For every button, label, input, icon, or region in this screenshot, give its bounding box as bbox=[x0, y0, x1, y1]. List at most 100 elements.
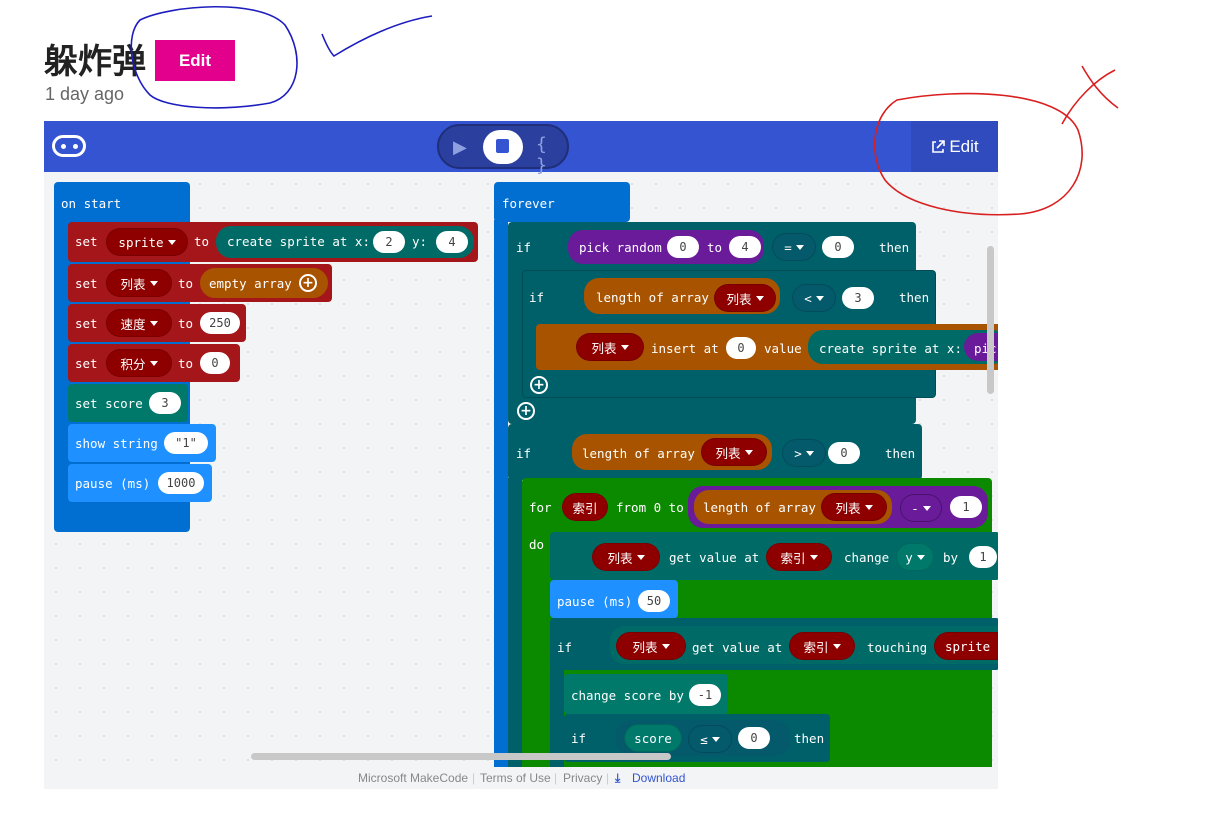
if-label: if bbox=[516, 446, 532, 461]
random-from-input[interactable]: 0 bbox=[667, 236, 699, 258]
set-label: set bbox=[75, 234, 98, 249]
var-dropdown-list[interactable]: 列表 bbox=[106, 269, 172, 297]
from-0-to-label: from 0 to bbox=[616, 500, 684, 515]
then-label: then bbox=[885, 446, 916, 461]
y-input[interactable]: 4 bbox=[436, 231, 468, 253]
blocks-mode-button[interactable] bbox=[483, 130, 523, 164]
dropdown-caret-icon bbox=[636, 554, 645, 560]
var-index-dropdown[interactable]: 索引 bbox=[766, 543, 832, 571]
var-name: 列表 bbox=[715, 445, 741, 461]
add-item-plus-icon[interactable]: + bbox=[299, 274, 317, 292]
dropdown-caret-icon bbox=[711, 736, 720, 742]
minus-operator-dropdown[interactable]: - bbox=[900, 494, 942, 522]
op-label: ≤ bbox=[700, 731, 708, 747]
blue-check-annotation bbox=[321, 15, 433, 58]
var-index-dropdown[interactable]: 索引 bbox=[789, 632, 855, 660]
create-sprite-label: create sprite at x: bbox=[819, 341, 962, 356]
footer-privacy-link[interactable]: Privacy bbox=[563, 771, 603, 785]
var-index[interactable]: 索引 bbox=[562, 493, 608, 521]
var-name: 索引 bbox=[780, 550, 806, 566]
dropdown-caret-icon bbox=[167, 239, 176, 245]
change-by-input[interactable]: 1 bbox=[969, 546, 997, 568]
puzzle-piece-icon bbox=[496, 139, 509, 153]
var-dropdown-sprite[interactable]: sprite bbox=[106, 228, 188, 256]
footer-makecode-link[interactable]: Microsoft MakeCode bbox=[358, 771, 469, 785]
var-name: sprite bbox=[118, 234, 164, 250]
score-var-input[interactable]: 0 bbox=[200, 352, 230, 374]
dropdown-caret-icon bbox=[864, 504, 873, 510]
lt-operator-dropdown[interactable]: < bbox=[792, 284, 836, 312]
gt-value-input[interactable]: 0 bbox=[828, 442, 860, 464]
editor-edit-label: Edit bbox=[949, 136, 979, 156]
insert-index-input[interactable]: 0 bbox=[726, 337, 756, 359]
dropdown-caret-icon bbox=[809, 554, 818, 560]
var-name: 列表 bbox=[591, 340, 617, 356]
editor-edit-button[interactable]: Edit bbox=[911, 121, 998, 172]
var-name: 积分 bbox=[120, 356, 146, 372]
var-dropdown-list[interactable]: 列表 bbox=[592, 543, 660, 571]
le-value-input[interactable]: 0 bbox=[738, 727, 770, 749]
footer-terms-link[interactable]: Terms of Use bbox=[480, 771, 551, 785]
eq-value-input[interactable]: 0 bbox=[822, 236, 854, 258]
download-icon[interactable]: ⤓ bbox=[615, 771, 621, 785]
eq-operator-dropdown[interactable]: = bbox=[772, 233, 816, 261]
random-to-input[interactable]: 4 bbox=[729, 236, 761, 258]
var-name: 索引 bbox=[803, 639, 829, 655]
length-of-array-label: length of array bbox=[703, 500, 816, 515]
change-score-input[interactable]: -1 bbox=[689, 684, 721, 706]
set-score-input[interactable]: 3 bbox=[149, 392, 181, 414]
if-label: if bbox=[529, 290, 545, 305]
pause-input[interactable]: 1000 bbox=[158, 472, 204, 494]
set-label: set bbox=[75, 356, 98, 371]
create-sprite-block[interactable] bbox=[216, 226, 474, 258]
footer-separator: | bbox=[554, 771, 558, 785]
add-else-plus-icon[interactable]: + bbox=[517, 402, 535, 420]
var-dropdown-list[interactable]: 列表 bbox=[576, 333, 644, 361]
blocks-workspace[interactable]: on start set sprite to create sprite at … bbox=[44, 172, 998, 780]
show-string-input[interactable]: "1" bbox=[164, 432, 208, 454]
minus-value-input[interactable]: 1 bbox=[950, 496, 982, 518]
to-label: to bbox=[178, 356, 194, 371]
var-name: 列表 bbox=[120, 276, 146, 292]
var-dropdown-sprite-truncated[interactable]: sprite bbox=[934, 632, 998, 660]
x-input[interactable]: 2 bbox=[373, 231, 405, 253]
javascript-mode-icon[interactable]: { } bbox=[536, 134, 547, 176]
then-label: then bbox=[879, 240, 910, 255]
horizontal-scrollbar[interactable] bbox=[251, 753, 671, 760]
dropdown-caret-icon bbox=[149, 360, 158, 366]
var-dropdown-list[interactable]: 列表 bbox=[714, 284, 776, 312]
var-dropdown-speed[interactable]: 速度 bbox=[106, 309, 172, 337]
op-label: > bbox=[794, 445, 802, 461]
pause-input[interactable]: 50 bbox=[638, 590, 670, 612]
var-dropdown-score[interactable]: 积分 bbox=[106, 349, 172, 377]
var-dropdown-list[interactable]: 列表 bbox=[616, 632, 686, 660]
var-dropdown-list[interactable]: 列表 bbox=[821, 493, 887, 521]
value-label: value bbox=[764, 341, 802, 356]
gt-operator-dropdown[interactable]: > bbox=[782, 439, 826, 467]
simulator-play-icon[interactable]: ▶ bbox=[453, 137, 467, 158]
makecode-editor: ▶ { } Edit on start set sprite to create… bbox=[44, 121, 998, 789]
score-reporter[interactable]: score bbox=[624, 724, 682, 752]
property-dropdown-y[interactable]: y bbox=[896, 543, 934, 571]
var-name: 速度 bbox=[120, 316, 146, 332]
y-label: y: bbox=[412, 234, 428, 249]
forever-label: forever bbox=[502, 196, 555, 211]
forever-block[interactable] bbox=[494, 182, 630, 222]
lt-value-input[interactable]: 3 bbox=[842, 287, 874, 309]
le-operator-dropdown[interactable]: ≤ bbox=[688, 725, 732, 753]
dropdown-caret-icon bbox=[916, 554, 925, 560]
dropdown-caret-icon bbox=[815, 295, 824, 301]
for-label: for bbox=[529, 500, 552, 515]
microbit-logo-icon[interactable] bbox=[52, 135, 86, 157]
vertical-scrollbar[interactable] bbox=[987, 246, 994, 394]
var-dropdown-list[interactable]: 列表 bbox=[701, 438, 767, 466]
get-value-at-label: get value at bbox=[692, 640, 783, 655]
var-name: 列表 bbox=[835, 500, 861, 516]
footer-download-link[interactable]: Download bbox=[632, 771, 686, 785]
add-else-plus-icon[interactable]: + bbox=[530, 376, 548, 394]
speed-input[interactable]: 250 bbox=[200, 312, 240, 334]
create-sprite-label: create sprite at x: bbox=[227, 234, 370, 249]
dropdown-caret-icon bbox=[149, 280, 158, 286]
dropdown-caret-icon bbox=[755, 295, 764, 301]
edit-button[interactable]: Edit bbox=[155, 40, 235, 81]
